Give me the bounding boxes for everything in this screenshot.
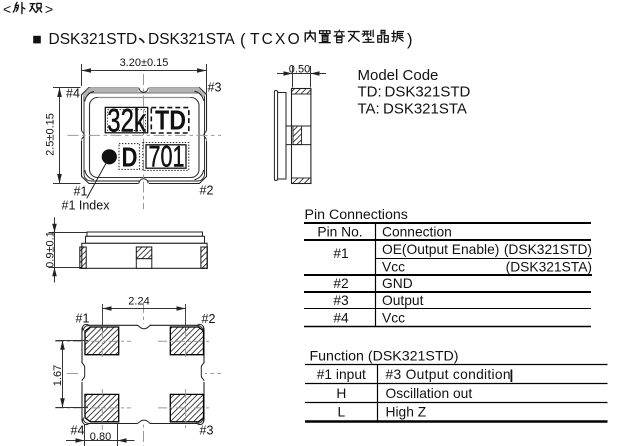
svg-text:): ) [407,31,413,49]
svg-text:Vcc: Vcc [382,310,405,325]
svg-text:Connection: Connection [382,224,452,239]
svg-text:<: < [3,1,11,17]
svg-text:H: H [336,386,346,401]
svg-text:Output: Output [382,293,424,308]
svg-text:TD: TD [155,105,186,136]
svg-text:#3: #3 [200,424,214,438]
svg-text:#2: #2 [200,184,214,198]
svg-text:(DSK321STA): (DSK321STA) [506,259,592,274]
svg-text:L: L [337,405,345,420]
svg-text:#3: #3 [333,293,349,308]
svg-text:#2: #2 [202,312,216,326]
svg-text:DSK321STA: DSK321STA [383,101,467,118]
svg-text:#4: #4 [71,424,85,438]
svg-text:Pin Connections: Pin Connections [305,207,408,223]
svg-text:#4: #4 [333,310,349,325]
svg-text:3.20±0.15: 3.20±0.15 [120,57,169,69]
svg-text:High Z: High Z [386,405,427,420]
svg-text:#3 Output condition: #3 Output condition [386,367,511,382]
svg-text:TA:: TA: [358,101,380,118]
svg-text:#1 input: #1 input [317,367,366,382]
svg-text:2.5±0.15: 2.5±0.15 [45,113,57,156]
svg-text:#3: #3 [208,80,222,94]
svg-text:#1: #1 [74,185,88,199]
svg-text:DSK321STA: DSK321STA [148,31,235,48]
svg-text:2.24: 2.24 [128,296,149,308]
svg-text:Vcc: Vcc [382,259,405,274]
svg-text:Model Code: Model Code [358,67,439,84]
svg-text:#2: #2 [333,276,348,291]
svg-text:#1 Index: #1 Index [62,199,111,213]
svg-text:DSK321STD: DSK321STD [385,84,471,101]
svg-text:TCXO: TCXO [250,31,302,48]
svg-text:0.80: 0.80 [90,431,111,443]
svg-text:>: > [45,1,53,17]
svg-text:Pin No.: Pin No. [317,224,362,239]
svg-text:701: 701 [149,140,185,173]
svg-text:(: ( [240,31,246,49]
svg-text:#1: #1 [76,312,90,326]
svg-text:D: D [122,142,138,173]
svg-text:0.50: 0.50 [289,64,310,76]
svg-text:#1: #1 [333,246,348,261]
svg-text:DSK321STD: DSK321STD [49,31,138,48]
svg-text:GND: GND [382,276,413,291]
svg-text:OE(Output Enable): OE(Output Enable) [382,242,499,257]
svg-text:TD:: TD: [358,84,382,101]
svg-text:0.9±0.1: 0.9±0.1 [45,231,57,268]
svg-text:(DSK321STD): (DSK321STD) [504,242,592,257]
svg-text:Oscillation out: Oscillation out [386,386,473,401]
svg-text:#4: #4 [66,87,80,101]
svg-text:Function (DSK321STD): Function (DSK321STD) [310,349,459,365]
svg-text:1.67: 1.67 [52,365,64,386]
svg-text:32k: 32k [107,102,146,138]
